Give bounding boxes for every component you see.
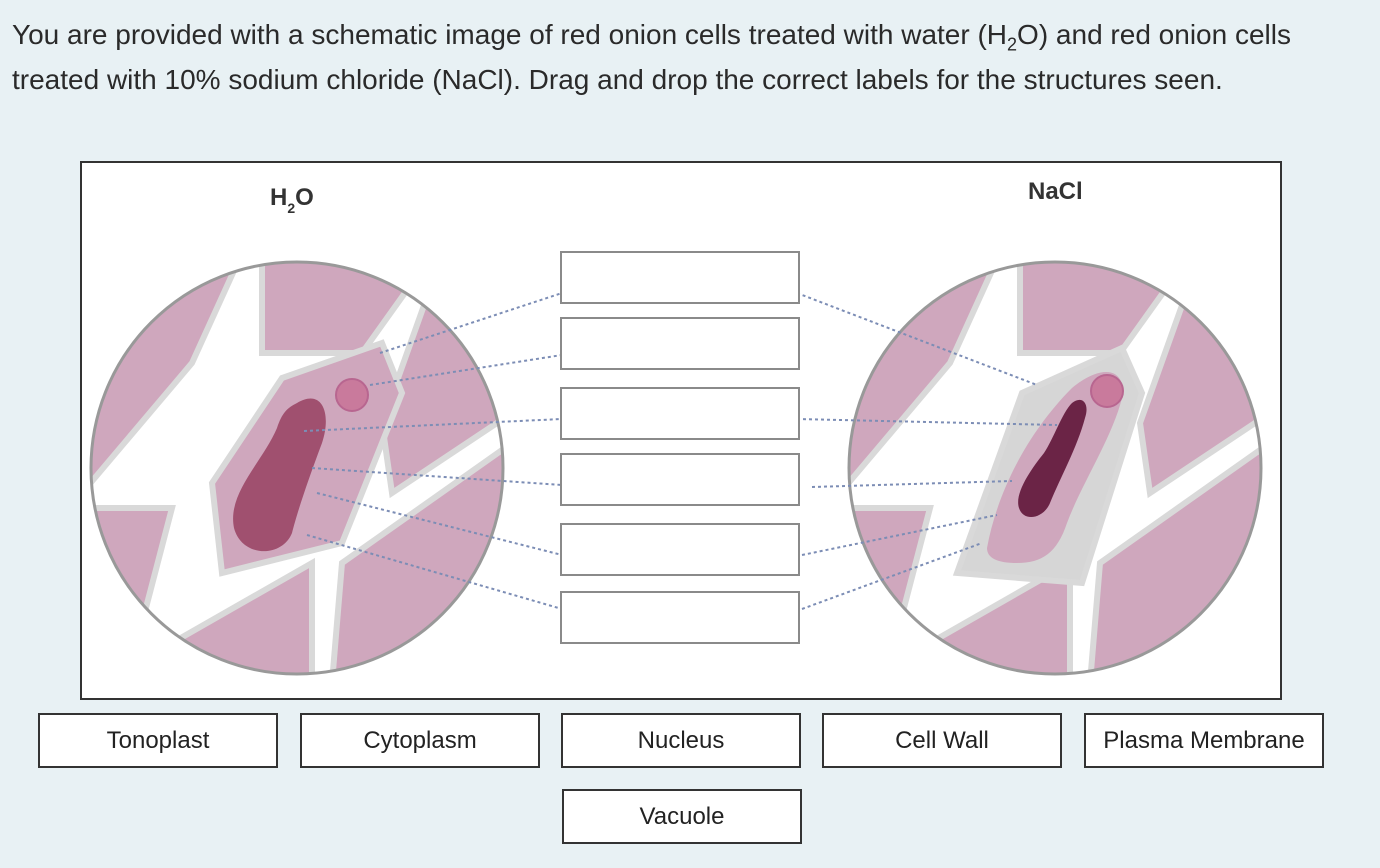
drop-zone-5[interactable] (560, 523, 800, 576)
salt-nucleus (1090, 374, 1124, 408)
salt-vacuole (1018, 399, 1087, 518)
drop-zone-4[interactable] (560, 453, 800, 506)
onion-cell-diagram: H2O NaCl (89, 178, 1263, 676)
label-nucleus[interactable]: Nucleus (561, 713, 801, 768)
salt-label: NaCl (1028, 178, 1083, 205)
leader-lines-right (796, 292, 1058, 610)
question-subscript: 2 (1007, 34, 1018, 55)
question-text-part2: O) and red onion cells treated with 10% … (12, 19, 1291, 95)
leader-lines-left (303, 292, 563, 610)
label-tonoplast[interactable]: Tonoplast (38, 713, 278, 768)
water-vacuole (233, 398, 326, 552)
drop-zone-3[interactable] (560, 387, 800, 440)
label-cell-wall[interactable]: Cell Wall (822, 713, 1062, 768)
onion-cell-figure: H2O NaCl (80, 161, 1282, 700)
drop-zone-1[interactable] (560, 251, 800, 304)
label-vacuole[interactable]: Vacuole (562, 789, 802, 844)
water-label: H2O (270, 184, 314, 216)
drop-zone-2[interactable] (560, 317, 800, 370)
water-cells-circle (89, 260, 505, 676)
water-nucleus (335, 378, 369, 412)
salt-cells-circle (847, 260, 1263, 676)
question-text: You are provided with a schematic image … (12, 12, 1362, 102)
label-plasma-membrane[interactable]: Plasma Membrane (1084, 713, 1324, 768)
label-cytoplasm[interactable]: Cytoplasm (300, 713, 540, 768)
question-text-part1: You are provided with a schematic image … (12, 19, 1008, 50)
drop-zone-6[interactable] (560, 591, 800, 644)
